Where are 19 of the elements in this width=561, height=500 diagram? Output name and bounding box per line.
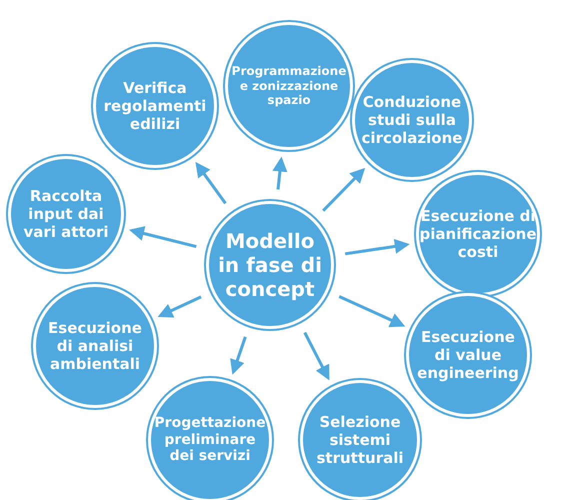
arrow xyxy=(158,296,202,318)
arrow xyxy=(230,336,247,375)
circle-node xyxy=(300,380,420,500)
node-label: Programmazione e zonizzazione spazio xyxy=(230,64,348,108)
node-label: Esecuzione di value engineering xyxy=(416,328,520,382)
arrow xyxy=(344,238,410,256)
node-label: Verifica regolamenti edilizi xyxy=(102,79,208,133)
node-label: Raccolta input dai vari attori xyxy=(22,187,110,241)
node-label: Progettazione preliminare dei servizi xyxy=(153,414,267,466)
node-label: Esecuzione di analisi ambientali xyxy=(47,319,143,373)
arrow xyxy=(272,156,288,190)
arrow xyxy=(303,332,330,380)
arrow xyxy=(129,226,197,248)
arrow xyxy=(195,162,227,204)
node-label: Conduzione studi sulla circolazione xyxy=(360,93,464,147)
arrow xyxy=(322,168,366,212)
arrow xyxy=(338,295,406,328)
node-label: Modello in fase di concept xyxy=(217,229,323,301)
node-label: Selezione sistemi strutturali xyxy=(316,413,404,467)
